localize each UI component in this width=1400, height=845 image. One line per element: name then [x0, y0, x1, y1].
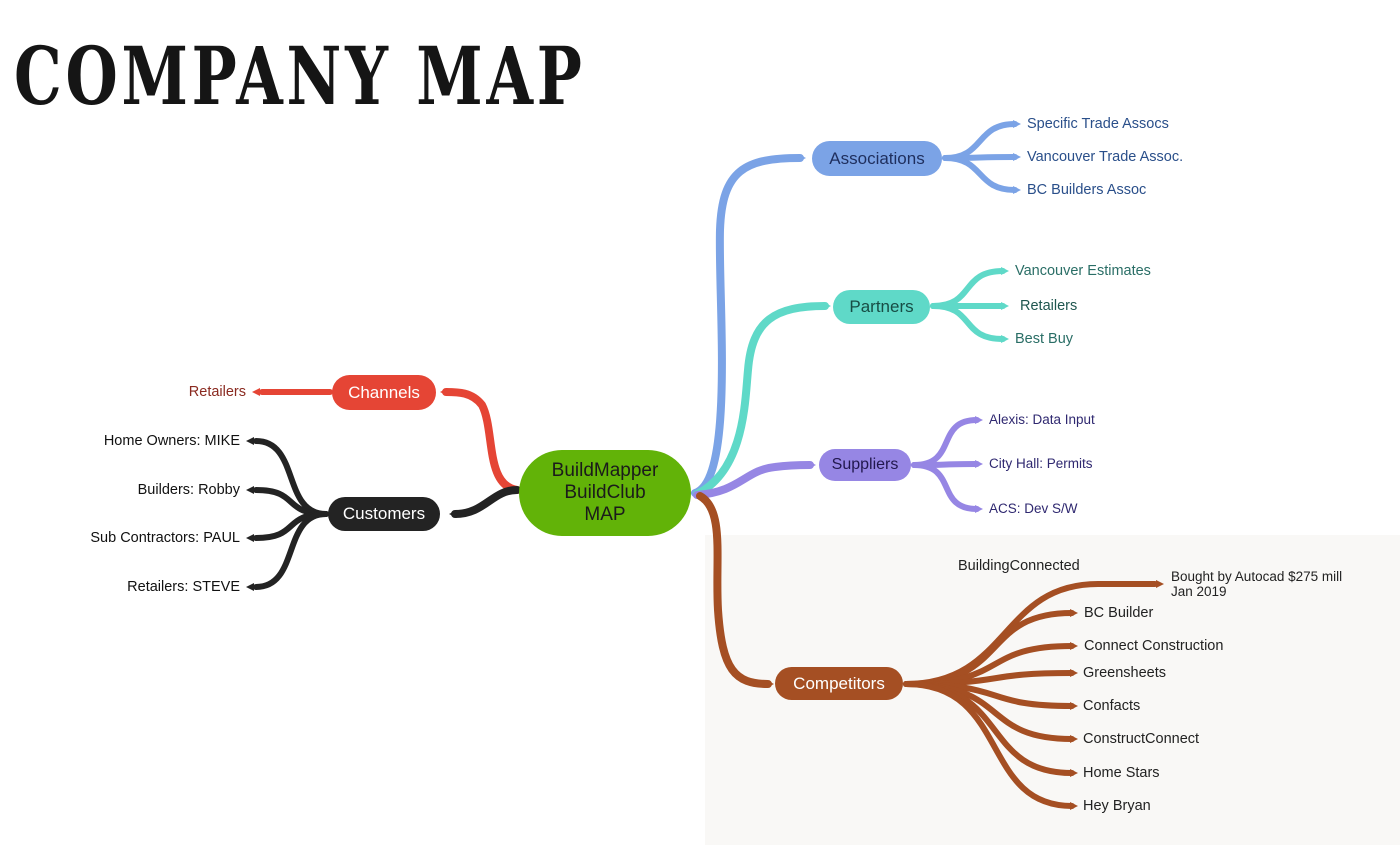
- building-connected-note-line-1: Bought by Autocad $275 mill: [1171, 569, 1343, 584]
- arrowhead-competitors-leaf-1: [1070, 609, 1078, 617]
- suppliers-leaf-1[interactable]: Alexis: Data Input: [989, 412, 1095, 427]
- partners-leaf-3[interactable]: Best Buy: [1015, 331, 1074, 347]
- connector-channels: [442, 388, 521, 494]
- arrowhead-suppliers-leaf-3: [975, 505, 983, 513]
- arrowhead-associations-leaf-1: [1013, 120, 1021, 128]
- arrowhead-competitors-leaf-4: [1070, 702, 1078, 710]
- suppliers-leaf-3[interactable]: ACS: Dev S/W: [989, 501, 1078, 516]
- partners-node-label: Partners: [849, 297, 914, 316]
- channels-node-label: Channels: [348, 382, 420, 402]
- building-connected-label[interactable]: BuildingConnected: [958, 558, 1080, 574]
- partners-node[interactable]: Partners: [833, 290, 930, 324]
- associations-leaf-2[interactable]: Vancouver Trade Assoc.: [1027, 149, 1184, 165]
- central-node[interactable]: BuildMapper BuildClub MAP: [519, 450, 691, 536]
- connector-associations-leaf-3: [942, 155, 1018, 193]
- competitors-leaf-1[interactable]: BC Builder: [1084, 605, 1154, 621]
- connector-suppliers-leaf-1: [911, 417, 980, 468]
- arrowhead-partners: [823, 302, 831, 310]
- partners-leaf-2[interactable]: Retailers: [1020, 298, 1078, 314]
- connector-suppliers-leaf-3: [911, 462, 980, 512]
- competitors-node-label: Competitors: [793, 673, 885, 693]
- associations-node-label: Associations: [829, 148, 925, 168]
- arrowhead-associations-leaf-2: [1013, 153, 1021, 161]
- arrowhead-customers-leaf-4: [246, 583, 254, 591]
- arrowhead-partners-leaf-2: [1001, 302, 1009, 310]
- associations-leaf-1[interactable]: Specific Trade Assocs: [1027, 116, 1169, 132]
- arrowhead-competitors-leaf-3: [1070, 669, 1078, 677]
- competitors-node[interactable]: Competitors: [775, 667, 903, 700]
- arrowhead-suppliers: [808, 461, 816, 469]
- building-connected-note: Bought by Autocad $275 mill Jan 2019: [1171, 569, 1342, 599]
- central-node-line-1: BuildMapper: [551, 460, 659, 481]
- arrowhead-customers-leaf-2: [246, 486, 254, 494]
- channels-leaf-1[interactable]: Retailers: [188, 384, 246, 400]
- suppliers-node-label: Suppliers: [831, 456, 899, 473]
- customers-node[interactable]: Customers: [328, 497, 440, 531]
- arrowhead-competitors-leaf-6: [1070, 769, 1078, 777]
- competitors-leaf-6[interactable]: Home Stars: [1083, 765, 1160, 781]
- arrowhead-channels: [440, 388, 448, 396]
- building-connected-note-line-2: Jan 2019: [1171, 584, 1227, 599]
- customers-node-label: Customers: [342, 504, 426, 523]
- connector-partners-leaf-1: [930, 268, 1006, 309]
- arrowhead-competitors: [766, 680, 774, 688]
- competitors-leaf-3[interactable]: Greensheets: [1083, 665, 1167, 681]
- connector-competitors-leaf-7: [903, 681, 1075, 809]
- central-node-line-2: BuildClub: [564, 482, 646, 503]
- customers-leaf-3[interactable]: Sub Contractors: PAUL: [90, 530, 240, 546]
- connector-partners: [693, 302, 829, 498]
- customers-leaf-4[interactable]: Retailers: STEVE: [127, 579, 240, 595]
- arrowhead-channels-leaf-1: [252, 388, 260, 396]
- arrowhead-partners-leaf-3: [1001, 335, 1009, 343]
- channels-node[interactable]: Channels: [332, 375, 436, 410]
- arrowhead-suppliers-leaf-1: [975, 416, 983, 424]
- arrowhead-competitors-leaf-5: [1070, 735, 1078, 743]
- competitors-leaf-4[interactable]: Confacts: [1083, 698, 1141, 714]
- arrowhead-suppliers-leaf-2: [975, 460, 983, 468]
- connector-customers: [451, 486, 521, 518]
- connector-associations-leaf-1: [942, 121, 1018, 161]
- competitors-leaf-5[interactable]: ConstructConnect: [1083, 731, 1200, 747]
- arrowhead-customers: [449, 510, 457, 518]
- competitors-leaf-7[interactable]: Hey Bryan: [1083, 798, 1151, 814]
- customers-leaf-1[interactable]: Home Owners: MIKE: [103, 433, 240, 449]
- suppliers-leaf-2[interactable]: City Hall: Permits: [989, 456, 1093, 471]
- associations-leaf-3[interactable]: BC Builders Assoc: [1027, 182, 1147, 198]
- arrowhead-associations-leaf-3: [1013, 186, 1021, 194]
- suppliers-node[interactable]: Suppliers: [819, 449, 911, 481]
- arrowhead-customers-leaf-3: [246, 534, 254, 542]
- connector-associations: [691, 154, 804, 497]
- central-node-line-3: MAP: [584, 504, 626, 525]
- connector-competitors: [696, 492, 772, 688]
- connector-customers-leaf-4: [253, 511, 329, 590]
- connector-suppliers: [693, 461, 814, 499]
- arrowhead-competitors-leaf-7: [1070, 802, 1078, 810]
- arrowhead-associations: [798, 154, 806, 162]
- arrowhead-building-connected: [1156, 580, 1164, 588]
- arrowhead-competitors-leaf-2: [1070, 642, 1078, 650]
- customers-leaf-2[interactable]: Builders: Robby: [137, 482, 240, 498]
- associations-node[interactable]: Associations: [812, 141, 942, 176]
- page-title: COMPANY MAP: [14, 29, 586, 123]
- competitors-leaf-2[interactable]: Connect Construction: [1084, 638, 1224, 654]
- arrowhead-partners-leaf-1: [1001, 267, 1009, 275]
- arrowhead-customers-leaf-1: [246, 437, 254, 445]
- partners-leaf-1[interactable]: Vancouver Estimates: [1015, 263, 1151, 279]
- connector-partners-leaf-3: [930, 303, 1006, 342]
- connector-competitors-leaf-6: [903, 681, 1075, 776]
